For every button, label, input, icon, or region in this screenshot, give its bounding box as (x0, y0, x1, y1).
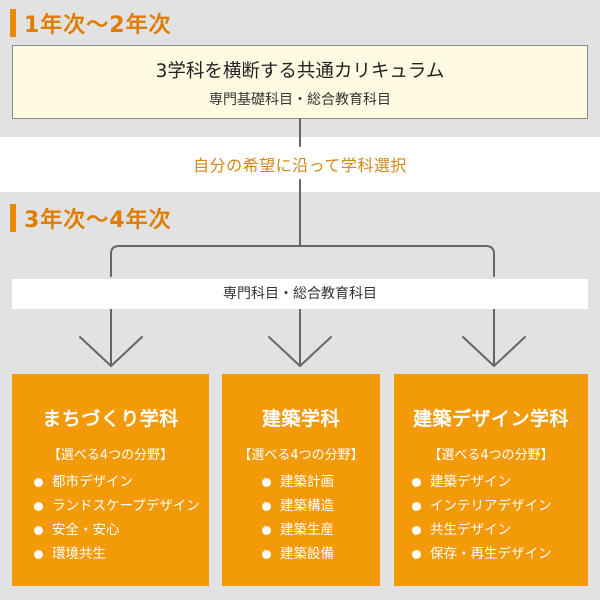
field-list: 建築計画 建築構造 建築生産 建築設備 (222, 470, 380, 566)
field-item: 環境共生 (34, 542, 209, 566)
field-label: 建築生産 (280, 522, 334, 538)
bullet-icon (34, 525, 43, 535)
fields-header: 【選べる4つの分野】 (47, 448, 174, 463)
bullet-icon (412, 525, 421, 535)
field-item: 建築デザイン (412, 470, 588, 494)
field-label: 建築計画 (280, 474, 334, 490)
arrow-head-left (79, 336, 143, 367)
field-label: 都市デザイン (52, 474, 133, 490)
department-card-architecture: 建築学科 【選べる4つの分野】 建築計画 建築構造 建築生産 建築設備 (222, 374, 380, 586)
field-label: 建築構造 (280, 498, 334, 514)
branch-line (110, 245, 495, 277)
field-label: 保存・再生デザイン (430, 546, 552, 562)
field-label: 建築設備 (280, 546, 334, 562)
field-list: 都市デザイン ランドスケープデザイン 安全・安心 環境共生 (12, 470, 209, 566)
field-label: 建築デザイン (430, 474, 511, 490)
department-card-architectural-design: 建築デザイン学科 【選べる4つの分野】 建築デザイン インテリアデザイン 共生デ… (394, 374, 588, 586)
field-item: 建築計画 (262, 470, 380, 494)
department-card-machizukuri: まちづくり学科 【選べる4つの分野】 都市デザイン ランドスケープデザイン 安全… (12, 374, 209, 586)
department-selection-text: 自分の希望に沿って学科選択 (193, 156, 407, 175)
section-marker (10, 204, 16, 232)
common-curriculum-box: 3学科を横断する共通カリキュラム 専門基礎科目・総合教育科目 (12, 45, 588, 119)
field-list: 建築デザイン インテリアデザイン 共生デザイン 保存・再生デザイン (394, 470, 588, 566)
department-name: 建築デザイン学科 (412, 408, 569, 430)
common-curriculum-subjects: 専門基礎科目・総合教育科目 (209, 92, 391, 108)
field-item: 共生デザイン (412, 518, 588, 542)
bullet-icon (262, 549, 271, 559)
field-label: 環境共生 (52, 546, 106, 562)
field-label: 安全・安心 (52, 522, 120, 538)
bullet-icon (412, 501, 421, 511)
bullet-icon (34, 501, 43, 511)
fields-header: 【選べる4つの分野】 (238, 448, 364, 463)
bullet-icon (412, 477, 421, 487)
field-item: インテリアデザイン (412, 494, 588, 518)
field-item: 安全・安心 (34, 518, 209, 542)
bullet-icon (412, 549, 421, 559)
section-label-text: 3年次〜4年次 (24, 208, 172, 233)
field-item: 保存・再生デザイン (412, 542, 588, 566)
field-label: 共生デザイン (430, 522, 511, 538)
department-name: 建築学科 (261, 408, 340, 430)
arrow-head-right (462, 336, 526, 367)
field-label: インテリアデザイン (430, 498, 552, 514)
field-item: 建築生産 (262, 518, 380, 542)
specialized-subjects-strip: 専門科目・総合教育科目 (12, 279, 588, 309)
fields-header: 【選べる4つの分野】 (428, 448, 554, 463)
section-label-year3-4: 3年次〜4年次 (0, 197, 172, 239)
department-name: まちづくり学科 (42, 408, 179, 430)
bullet-icon (262, 501, 271, 511)
bullet-icon (262, 525, 271, 535)
bullet-icon (262, 477, 271, 487)
bullet-icon (34, 477, 43, 487)
field-label: ランドスケープデザイン (52, 498, 200, 514)
field-item: 建築設備 (262, 542, 380, 566)
section-label-text: 1年次〜2年次 (24, 13, 172, 38)
field-item: 都市デザイン (34, 470, 209, 494)
common-curriculum-title: 3学科を横断する共通カリキュラム (155, 61, 445, 82)
section-marker (10, 9, 16, 37)
field-item: ランドスケープデザイン (34, 494, 209, 518)
arrow-head-center (268, 336, 332, 367)
field-item: 建築構造 (262, 494, 380, 518)
section-label-year1-2: 1年次〜2年次 (0, 2, 172, 44)
bullet-icon (34, 549, 43, 559)
